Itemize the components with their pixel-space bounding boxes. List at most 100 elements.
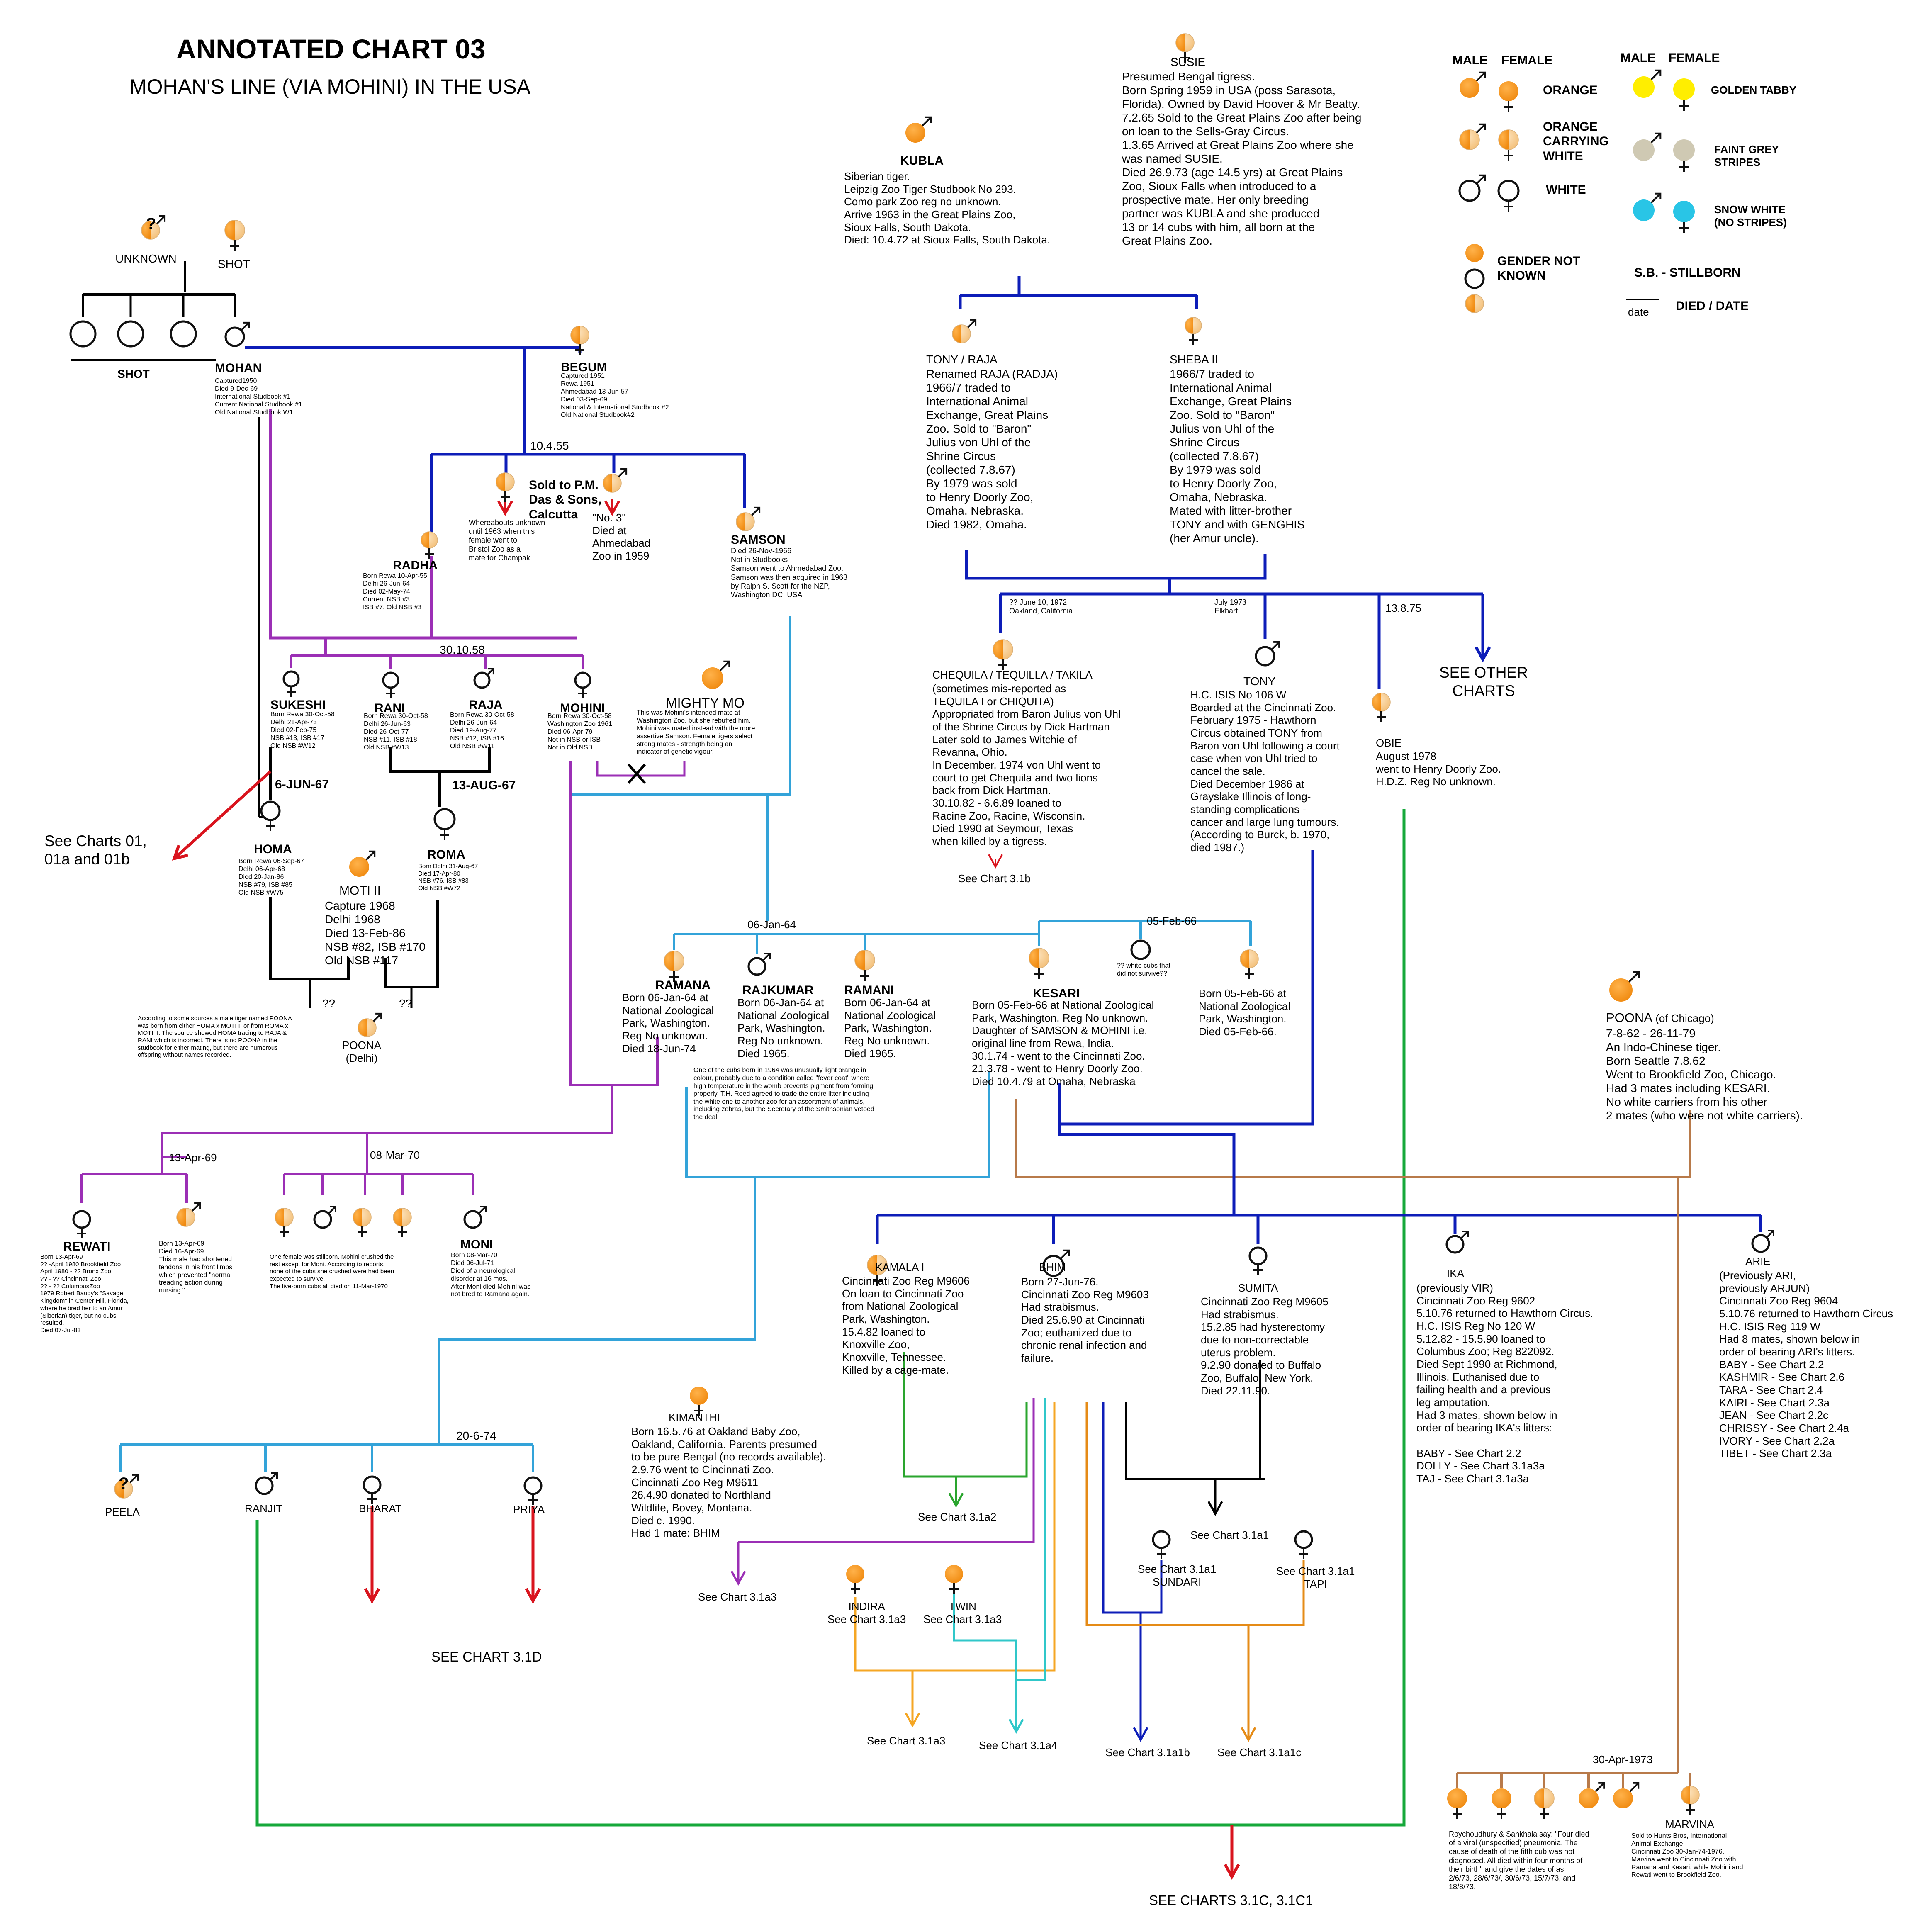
poona-chicago-info: 7-8-62 - 26-11-79 An Indo-Chinese tiger.… xyxy=(1606,1027,1803,1122)
white-cub-icon xyxy=(1130,939,1151,960)
unknown-mating-2: ?? xyxy=(399,997,412,1010)
tony-info: H.C. ISIS No 106 W Boarded at the Cincin… xyxy=(1190,689,1340,854)
see-chart-3-1a3-kimanthi[interactable]: See Chart 3.1a3 xyxy=(698,1591,777,1603)
kamala-i-icon xyxy=(867,1255,888,1286)
moti-ii-name: MOTI II xyxy=(339,884,381,898)
chequila-icon xyxy=(993,639,1013,670)
arrow-head-icon xyxy=(948,1492,964,1508)
marvina-cub-1-icon xyxy=(1447,1788,1467,1819)
kesari-name: KESARI xyxy=(1033,987,1080,1000)
see-chart-3-1a1c[interactable]: See Chart 3.1a1c xyxy=(1217,1746,1302,1759)
twin-icon xyxy=(945,1565,963,1594)
connector-line xyxy=(1015,1099,1691,1178)
bharat-name: BHARAT xyxy=(359,1502,402,1515)
samson-icon xyxy=(736,506,761,531)
bhim-info: Born 27-Jun-76. Cincinnati Zoo Reg M9603… xyxy=(1021,1275,1149,1365)
kesari-icon xyxy=(1029,948,1049,979)
see-chart-3-1a1b[interactable]: See Chart 3.1a1b xyxy=(1105,1746,1190,1759)
see-chart-3-1a4[interactable]: See Chart 3.1a4 xyxy=(979,1739,1058,1752)
kimanthi-icon xyxy=(690,1387,708,1416)
legend-white: WHITE xyxy=(1546,183,1586,197)
rani-name: RANI xyxy=(375,701,405,715)
see-other-charts[interactable]: SEE OTHER CHARTS xyxy=(1439,664,1528,699)
connector-line xyxy=(1125,1402,1265,1480)
tony-raja-icon xyxy=(952,319,977,343)
raja-info: Born Rewa 30-Oct-58 Delhi 26-Jun-64 Died… xyxy=(450,711,514,750)
ranjit-name: RANJIT xyxy=(245,1502,282,1515)
shot-cub-1-icon xyxy=(69,320,97,348)
arrow-head-icon xyxy=(1241,1727,1256,1742)
arrow-head-icon xyxy=(1224,1864,1240,1880)
marvina-icon xyxy=(1681,1786,1700,1815)
legend-grey-male-icon xyxy=(1633,132,1662,161)
date-13-apr-69: 13-Apr-69 xyxy=(169,1151,217,1164)
sheba-ii-name: SHEBA II xyxy=(1170,353,1218,366)
tony-raja-name: TONY / RAJA xyxy=(926,353,998,366)
sundari-label[interactable]: See Chart 3.1a1 SUNDARI xyxy=(1138,1563,1217,1588)
ramana-name: RAMANA xyxy=(655,978,711,992)
moni-name: MONI xyxy=(460,1238,493,1251)
chart-subtitle: MOHAN'S LINE (VIA MOHINI) IN THE USA xyxy=(129,75,531,98)
mar70-cub-1-icon xyxy=(275,1208,294,1237)
poona-chicago-name: POONA (of Chicago) xyxy=(1606,1010,1714,1026)
marvina-cub-3-icon xyxy=(1534,1788,1555,1819)
bharat-icon xyxy=(363,1475,382,1504)
connector-line xyxy=(1141,1560,1163,1614)
legend-died-date: DIED / DATE xyxy=(1676,299,1749,313)
twin-label[interactable]: TWIN See Chart 3.1a3 xyxy=(923,1600,1002,1625)
apr69-cub-info: Born 13-Apr-69 Died 16-Apr-69 This male … xyxy=(159,1240,232,1294)
sold-pm-das: Sold to P.M. Das & Sons, Calcutta xyxy=(529,478,602,521)
unknown-sire-icon xyxy=(141,215,166,240)
legend-gender-unknown: GENDER NOT KNOWN xyxy=(1497,254,1581,283)
indira-icon xyxy=(846,1565,864,1594)
legend-grey-female-icon xyxy=(1673,139,1695,172)
see-chart-3-1d[interactable]: SEE CHART 3.1D xyxy=(431,1649,542,1664)
indira-label[interactable]: INDIRA See Chart 3.1a3 xyxy=(827,1600,906,1625)
radha-name: RADHA xyxy=(393,559,438,572)
peela-question-icon: ? xyxy=(119,1474,129,1493)
legend-carrying-white: ORANGE CARRYING WHITE xyxy=(1543,120,1609,163)
unknown-mating-1: ?? xyxy=(322,997,336,1010)
arrow-head-icon xyxy=(730,1570,746,1586)
susie-icon xyxy=(1175,33,1195,63)
date-20-6-74: 20-6-74 xyxy=(456,1429,496,1442)
mighty-mo-icon xyxy=(702,660,730,689)
connector-line xyxy=(1248,1560,1305,1626)
arrow-head-icon xyxy=(1475,646,1491,663)
see-chart-3-1b[interactable]: See Chart 3.1b xyxy=(958,872,1031,885)
mohini-name: MOHINI xyxy=(560,701,605,715)
ramana-info: Born 06-Jan-64 at National Zoological Pa… xyxy=(622,991,714,1055)
homa-icon xyxy=(260,800,281,831)
kubla-info: Siberian tiger. Leipzig Zoo Tiger Studbo… xyxy=(844,170,1051,246)
see-charts-01[interactable]: See Charts 01, 01a and 01b xyxy=(44,832,147,868)
legend-male-heading-2: MALE xyxy=(1621,51,1656,65)
whereabouts-note: Whereabouts unknown until 1963 when this… xyxy=(469,518,545,562)
peela-icon xyxy=(114,1474,139,1499)
marvina-cub-4-icon xyxy=(1579,1782,1605,1808)
kimanthi-name: KIMANTHI xyxy=(669,1411,720,1423)
obie-info: August 1978 went to Henry Doorly Zoo. H.… xyxy=(1376,750,1501,788)
rewati-name: REWATI xyxy=(63,1240,111,1253)
connector-line xyxy=(965,550,1267,580)
connector-line xyxy=(953,1593,1017,1680)
mohan-name: MOHAN xyxy=(215,361,262,375)
raja-icon xyxy=(473,668,494,689)
see-chart-3-1a2[interactable]: See Chart 3.1a2 xyxy=(918,1511,997,1523)
susie-info: Presumed Bengal tigress. Born Spring 195… xyxy=(1122,70,1362,248)
see-chart-3-1a1[interactable]: See Chart 3.1a1 xyxy=(1190,1529,1269,1541)
tapi-label[interactable]: See Chart 3.1a1 TAPI xyxy=(1276,1565,1355,1590)
poona-delhi-icon xyxy=(358,1012,382,1037)
poona-delhi-note: According to some sources a male tiger n… xyxy=(138,1015,292,1059)
see-charts-3-1c[interactable]: SEE CHARTS 3.1C, 3.1C1 xyxy=(1149,1893,1313,1908)
legend-snow-female-icon xyxy=(1673,201,1695,233)
sukeshi-icon xyxy=(282,670,300,697)
date-30-10-58: 30.10.58 xyxy=(440,643,485,656)
legend-golden-tabby: GOLDEN TABBY xyxy=(1711,84,1797,96)
begum-info: Captured 1951 Rewa 1951 Ahmedabad 13-Jun… xyxy=(561,372,669,419)
see-charts-01-arrow xyxy=(173,770,272,860)
begum-icon xyxy=(570,326,589,355)
no3-icon xyxy=(603,468,628,493)
radha-info: Born Rewa 10-Apr-55 Delhi 26-Jun-64 Died… xyxy=(363,572,427,611)
ika-icon xyxy=(1445,1231,1469,1254)
see-chart-3-1a3-bhim[interactable]: See Chart 3.1a3 xyxy=(867,1735,946,1747)
